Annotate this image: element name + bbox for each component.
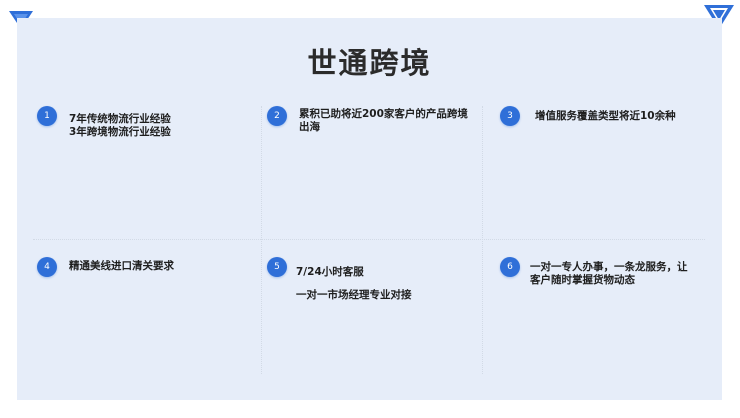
divider-vertical [261,106,262,374]
divider-horizontal [33,239,705,240]
item-number-badge: 5 [267,257,287,277]
corner-triangle-right-icon [704,5,734,29]
item-text: 7/24小时客服 [296,266,364,279]
item-text: 7年传统物流行业经验 3年跨境物流行业经验 [69,113,171,139]
item-line: 增值服务覆盖类型将近10余种 [535,110,676,122]
item-line: 3年跨境物流行业经验 [69,126,171,138]
item-line: 客户随时掌握货物动态 [530,274,635,286]
item-line: 一对一市场经理专业对接 [296,289,412,301]
feature-panel: 世通跨境 1 7年传统物流行业经验 3年跨境物流行业经验 2 累积已助将近200… [17,18,722,400]
item-number-badge: 2 [267,106,287,126]
item-line: 7/24小时客服 [296,266,364,278]
item-number-badge: 6 [500,257,520,277]
item-text: 精通美线进口清关要求 [69,260,174,273]
item-text: 一对一市场经理专业对接 [296,289,412,302]
item-text: 一对一专人办事，一条龙服务，让 客户随时掌握货物动态 [530,261,688,287]
item-number-badge: 3 [500,106,520,126]
item-line: 一对一专人办事，一条龙服务，让 [530,261,688,273]
item-line: 精通美线进口清关要求 [69,260,174,272]
item-text: 增值服务覆盖类型将近10余种 [535,110,676,123]
item-line: 出海 [299,121,320,133]
item-number-badge: 4 [37,257,57,277]
page-title: 世通跨境 [307,46,432,80]
item-number-badge: 1 [37,106,57,126]
item-line: 7年传统物流行业经验 [69,113,171,125]
item-text: 累积已助将近200家客户的产品跨境 出海 [299,108,468,134]
divider-vertical [482,106,483,374]
item-line: 累积已助将近200家客户的产品跨境 [299,108,468,120]
